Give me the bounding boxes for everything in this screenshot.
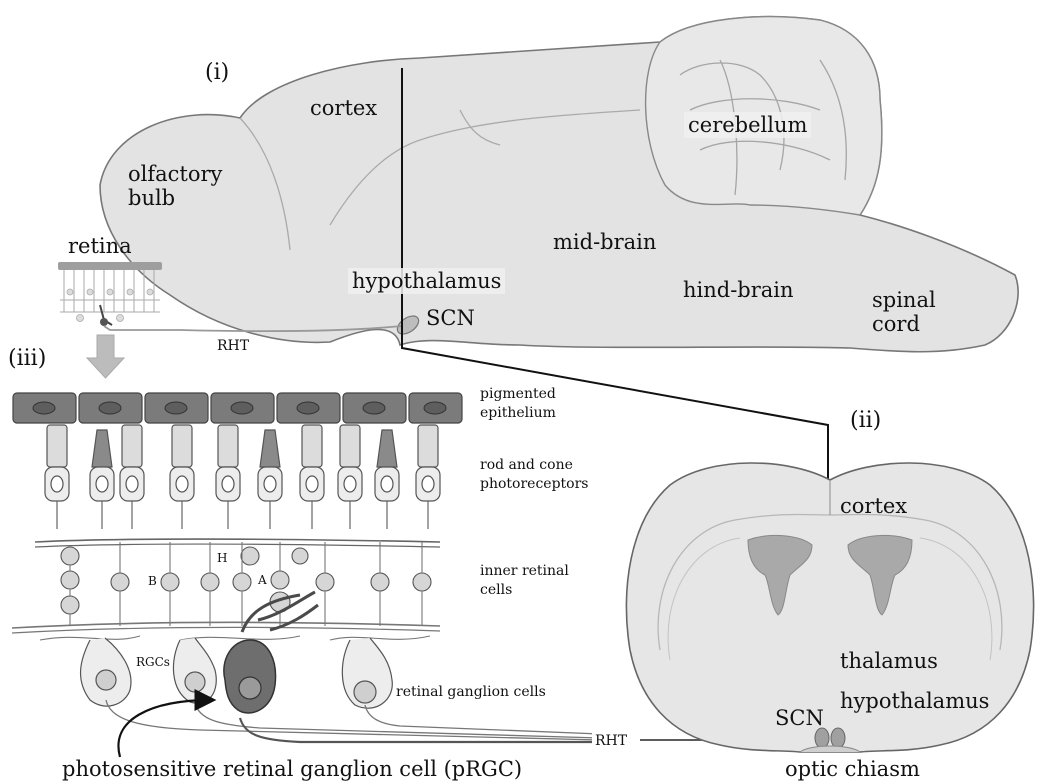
panel-label-iii: (iii) bbox=[8, 346, 46, 371]
photoreceptor-layer bbox=[45, 425, 440, 501]
label-hypothalamus-sagittal: hypothalamus bbox=[348, 268, 505, 294]
label-hypothalamus-coronal: hypothalamus bbox=[840, 689, 989, 713]
label-scn-coronal: SCN bbox=[775, 706, 824, 730]
label-olfactory-bulb: olfactory bulb bbox=[128, 162, 222, 210]
panel-label-i: (i) bbox=[205, 60, 229, 85]
label-photoreceptors: rod and cone photoreceptors bbox=[480, 456, 588, 494]
label-cortex-sagittal: cortex bbox=[310, 96, 377, 120]
label-mid-brain: mid-brain bbox=[553, 230, 656, 254]
label-a: A bbox=[258, 574, 267, 588]
label-retinal-ganglion-cells: retinal ganglion cells bbox=[396, 684, 546, 700]
label-spinal-cord: spinal cord bbox=[872, 288, 936, 336]
label-hind-brain: hind-brain bbox=[683, 278, 794, 302]
label-rht-sagittal: RHT bbox=[217, 338, 249, 354]
label-cortex-coronal: cortex bbox=[840, 494, 907, 518]
label-optic-chiasm: optic chiasm bbox=[785, 757, 920, 781]
label-h: H bbox=[217, 552, 227, 566]
label-scn-sagittal: SCN bbox=[426, 306, 475, 330]
label-prgc: photosensitive retinal ganglion cell (pR… bbox=[62, 757, 522, 781]
down-arrow bbox=[87, 335, 124, 378]
label-rgcs: RGCs bbox=[136, 656, 170, 670]
label-cerebellum: cerebellum bbox=[684, 112, 811, 138]
inner-retinal-layer bbox=[61, 547, 431, 614]
label-b: B bbox=[148, 575, 157, 589]
prgc-cell bbox=[224, 592, 318, 713]
label-thalamus: thalamus bbox=[840, 649, 938, 673]
label-rht-retina: RHT bbox=[592, 733, 630, 749]
panel-label-ii: (ii) bbox=[850, 408, 881, 433]
label-pigmented-epithelium: pigmented epithelium bbox=[480, 385, 556, 423]
label-inner-retinal-cells: inner retinal cells bbox=[480, 562, 569, 600]
label-retina: retina bbox=[68, 234, 132, 258]
